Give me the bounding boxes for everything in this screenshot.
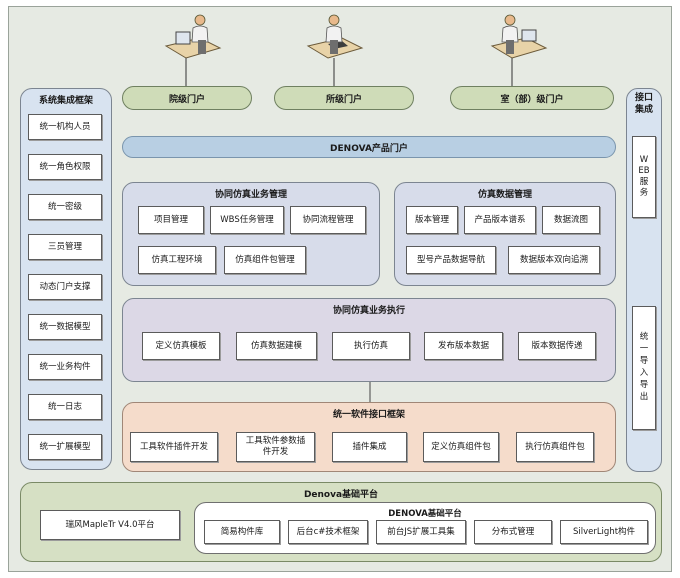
left-item-0[interactable]: 统一机构人员 <box>28 114 102 140</box>
left-item-1[interactable]: 统一角色权限 <box>28 154 102 180</box>
left-item-7[interactable]: 统一日志 <box>28 394 102 420</box>
person-at-laptop-icon <box>306 14 364 59</box>
left-item-6[interactable]: 统一业务构件 <box>28 354 102 380</box>
platform-item-1[interactable]: 后台c#技术框架 <box>288 520 368 544</box>
system-integration-title: 系统集成框架 <box>38 96 93 106</box>
institute-portal[interactable]: 院级门户 <box>122 86 252 110</box>
data-mgmt-item-3[interactable]: 型号产品数据导航 <box>406 246 496 274</box>
collab-mgmt-item-2[interactable]: 协同流程管理 <box>290 206 366 234</box>
iface-step-0[interactable]: 工具软件插件开发 <box>130 432 218 462</box>
platform-title: Denova基础平台 <box>303 490 379 500</box>
left-item-4[interactable]: 动态门户支撑 <box>28 274 102 300</box>
collab-mgmt-item-3[interactable]: 仿真工程环境 <box>138 246 216 274</box>
exec-step-4[interactable]: 版本数据传递 <box>518 332 596 360</box>
iface-step-4[interactable]: 执行仿真组件包 <box>516 432 594 462</box>
collab-exec-title: 协同仿真业务执行 <box>332 306 405 316</box>
person-at-computer-icon <box>490 14 548 59</box>
data-mgmt-item-0[interactable]: 版本管理 <box>406 206 458 234</box>
iface-step-3[interactable]: 定义仿真组件包 <box>423 432 499 462</box>
collab-mgmt-title: 协同仿真业务管理 <box>214 190 287 200</box>
web-service-box[interactable]: WEB服务 <box>632 136 656 218</box>
iface-title: 统一软件接口框架 <box>332 410 405 420</box>
platform-item-3[interactable]: 分布式管理 <box>474 520 552 544</box>
data-mgmt-item-2[interactable]: 数据流图 <box>542 206 600 234</box>
data-mgmt-item-4[interactable]: 数据版本双向追溯 <box>508 246 600 274</box>
import-export-box[interactable]: 统一导入导出 <box>632 306 656 430</box>
left-item-2[interactable]: 统一密级 <box>28 194 102 220</box>
person-at-desk-icon <box>164 14 222 59</box>
department-portal[interactable]: 室（部）级门户 <box>450 86 614 110</box>
interface-integration-title: 接口集成 <box>634 93 653 115</box>
maple-platform-box[interactable]: 瑞风MapleTr V4.0平台 <box>40 510 180 540</box>
exec-step-2[interactable]: 执行仿真 <box>332 332 410 360</box>
platform-item-0[interactable]: 简易构件库 <box>204 520 280 544</box>
collab-mgmt-item-4[interactable]: 仿真组件包管理 <box>224 246 306 274</box>
exec-step-1[interactable]: 仿真数据建模 <box>236 332 317 360</box>
collab-mgmt-item-0[interactable]: 项目管理 <box>138 206 204 234</box>
iface-step-1[interactable]: 工具软件参数插件开发 <box>236 432 315 462</box>
platform-item-2[interactable]: 前台JS扩展工具集 <box>376 520 466 544</box>
left-item-8[interactable]: 统一扩展模型 <box>28 434 102 460</box>
office-portal[interactable]: 所级门户 <box>274 86 414 110</box>
left-item-3[interactable]: 三员管理 <box>28 234 102 260</box>
data-mgmt-item-1[interactable]: 产品版本谱系 <box>464 206 536 234</box>
denova-product-portal[interactable]: DENOVA产品门户 <box>122 136 616 158</box>
denova-inner-title: DENOVA基础平台 <box>388 509 462 519</box>
exec-step-0[interactable]: 定义仿真模板 <box>142 332 220 360</box>
left-item-5[interactable]: 统一数据模型 <box>28 314 102 340</box>
iface-step-2[interactable]: 插件集成 <box>332 432 407 462</box>
data-mgmt-title: 仿真数据管理 <box>477 190 532 200</box>
exec-step-3[interactable]: 发布版本数据 <box>424 332 503 360</box>
collab-mgmt-item-1[interactable]: WBS任务管理 <box>210 206 284 234</box>
platform-item-4[interactable]: SilverLight构件 <box>560 520 648 544</box>
